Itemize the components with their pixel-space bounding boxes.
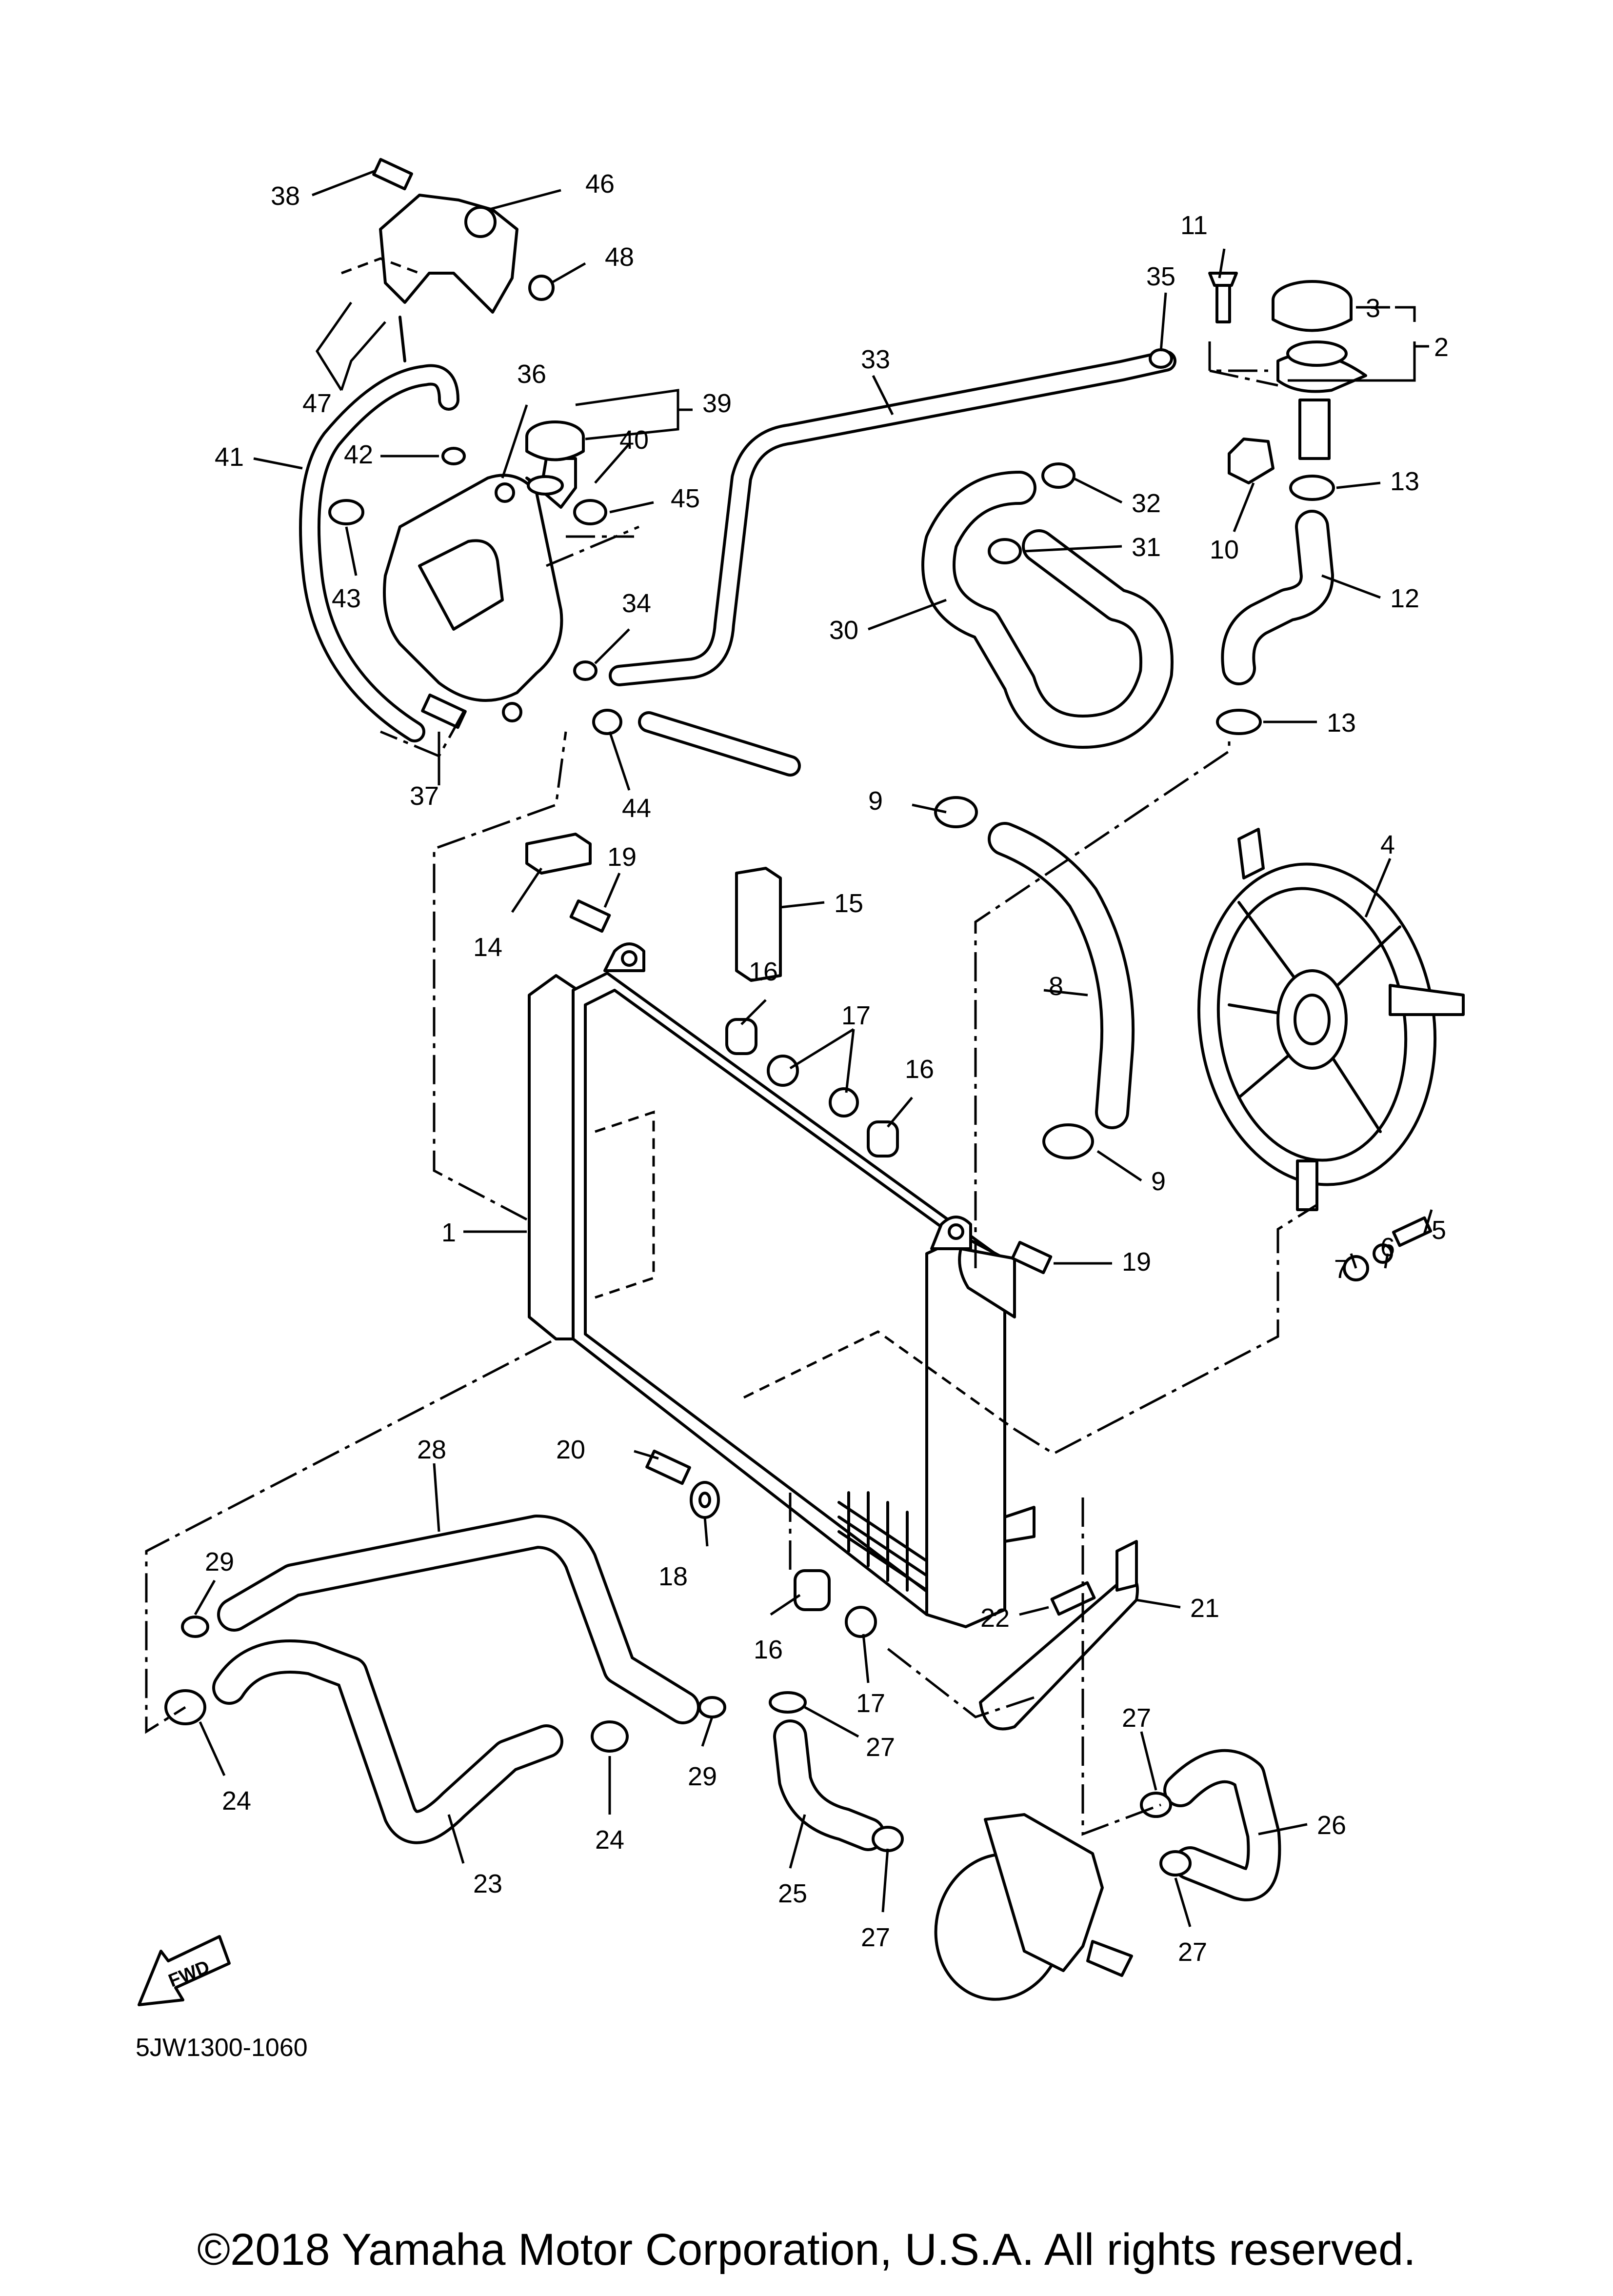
callout-18: 18 [658,1562,688,1591]
callout-12: 12 [1390,584,1419,613]
callout-35: 35 [1146,262,1175,291]
radiator-fins [837,1491,928,1592]
callout-23: 23 [473,1869,502,1898]
callout-13: 13 [1390,467,1419,496]
callout-5: 5 [1432,1216,1446,1245]
filler-hose [921,471,1174,749]
callout-31: 31 [1132,533,1161,562]
lower-hose [212,1639,563,1844]
callout-42: 42 [344,440,373,469]
callout-14: 14 [473,933,502,962]
callout-34: 34 [622,589,651,618]
callout-20: 20 [556,1435,585,1464]
forward-direction-badge: FWD [138,1935,231,2006]
callout-19: 19 [607,842,637,872]
callout-27b: 27 [1122,1703,1151,1733]
callout-16c: 16 [754,1635,783,1664]
callout-38: 38 [271,181,300,211]
callout-30: 30 [829,616,858,645]
lower-hose-upper [217,1515,700,1724]
lower-bracket [979,1540,1139,1731]
leader-lines [194,169,1433,1927]
radiator-cap-assembly [1208,272,1367,460]
callout-41: 41 [215,442,244,472]
callout-17b: 17 [856,1689,885,1718]
callout-15: 15 [834,889,863,918]
callout-40: 40 [619,425,649,455]
cap-bracket [1228,438,1274,484]
copyright-notice: ©2018 Yamaha Motor Corporation, U.S.A. A… [197,2225,1416,2275]
overflow-hose [299,364,459,742]
outlet-hose [1163,1749,1281,1901]
callout-29: 29 [205,1547,234,1577]
callout-36: 36 [517,359,546,389]
callout-32: 32 [1132,489,1161,518]
reservoir-tank [383,457,577,722]
callout-48: 48 [605,242,634,272]
breather-hose [638,711,801,777]
callout-25: 25 [778,1879,807,1908]
callout-16: 16 [749,957,778,986]
callout-27d: 27 [1178,1937,1207,1967]
callout-29b: 29 [688,1762,717,1791]
radiator-inlet-hose [988,822,1135,1129]
callout-labels: 1 2 3 4 5 6 7 8 9 9 10 11 12 13 13 14 15… [205,169,1449,1967]
water-pump [934,1813,1133,2001]
callout-45: 45 [671,484,700,513]
callout-9b: 9 [1151,1167,1166,1196]
cooling-fan [1197,828,1465,1211]
callout-39: 39 [702,389,732,418]
callout-24: 24 [222,1786,251,1816]
callout-7: 7 [1334,1255,1349,1284]
pump-hose [773,1719,885,1851]
callout-28: 28 [417,1435,446,1464]
callout-6: 6 [1380,1233,1395,1262]
callout-1: 1 [441,1218,456,1247]
callout-44: 44 [622,794,651,823]
callout-8: 8 [1049,972,1063,1001]
callout-11: 11 [1180,211,1208,240]
callout-43: 43 [332,584,361,613]
callout-4: 4 [1380,830,1395,859]
callout-22: 22 [980,1603,1010,1633]
reservoir-hose [609,350,1176,686]
callout-26: 26 [1317,1811,1346,1840]
upper-hose [1221,510,1334,685]
callout-16b: 16 [905,1055,934,1084]
callout-21: 21 [1190,1594,1219,1623]
callout-37: 37 [410,781,439,811]
reservoir-bracket [341,194,518,362]
reservoir-cap [525,420,585,496]
callout-46: 46 [585,169,615,199]
callout-47: 47 [302,389,332,418]
callout-10: 10 [1210,535,1239,564]
callout-9: 9 [868,786,883,816]
callout-24b: 24 [595,1825,624,1855]
callout-19b: 19 [1122,1247,1151,1277]
callout-13b: 13 [1327,708,1356,738]
callout-17: 17 [841,1001,871,1030]
callout-27: 27 [866,1733,895,1762]
callout-27c: 27 [861,1923,890,1952]
callout-33: 33 [861,345,890,374]
radiator [528,942,1036,1628]
diagram-code: 5JW1300-1060 [136,2034,308,2062]
callout-2: 2 [1434,333,1449,362]
callout-3: 3 [1366,294,1380,323]
